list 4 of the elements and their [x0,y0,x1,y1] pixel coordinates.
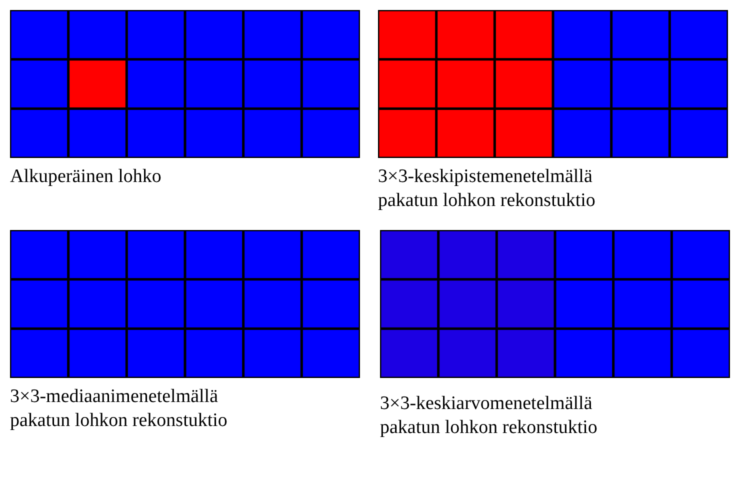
caption: 3×3-mediaanimenetelmällä pakatun lohkon rekonstuktio [10,385,228,433]
caption: 3×3-keskipistemenetelmällä pakatun lohkon rekonstuktio [378,165,596,213]
caption: 3×3-keskiarvomenetelmällä pakatun lohkon rekonstuktio [380,392,598,440]
caption: Alkuperäinen lohko [10,165,162,189]
